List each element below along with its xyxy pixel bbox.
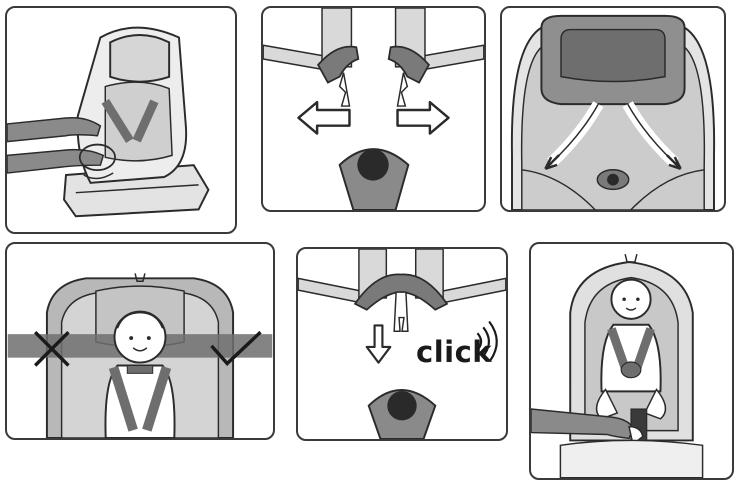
- step-panel-recline: [5, 6, 237, 234]
- step-panel-harness-tighten: [529, 242, 734, 480]
- arrow-right-icon: [398, 102, 449, 133]
- shoulder-height-illustration: [7, 244, 273, 438]
- step-panel-buckle-release: [261, 6, 486, 212]
- click-sound-label: click: [416, 335, 492, 369]
- step-panel-harness-loosen: [500, 6, 726, 212]
- arrow-left-icon: [298, 102, 349, 133]
- recline-illustration: [7, 8, 235, 232]
- arrow-down-icon: [367, 325, 391, 362]
- step-panel-shoulder-height: [5, 242, 275, 440]
- harness-tighten-illustration: [531, 244, 732, 478]
- harness-loosen-illustration: [502, 8, 724, 210]
- step-panel-buckle-fasten: click: [296, 247, 508, 441]
- buckle-release-illustration: [263, 8, 484, 210]
